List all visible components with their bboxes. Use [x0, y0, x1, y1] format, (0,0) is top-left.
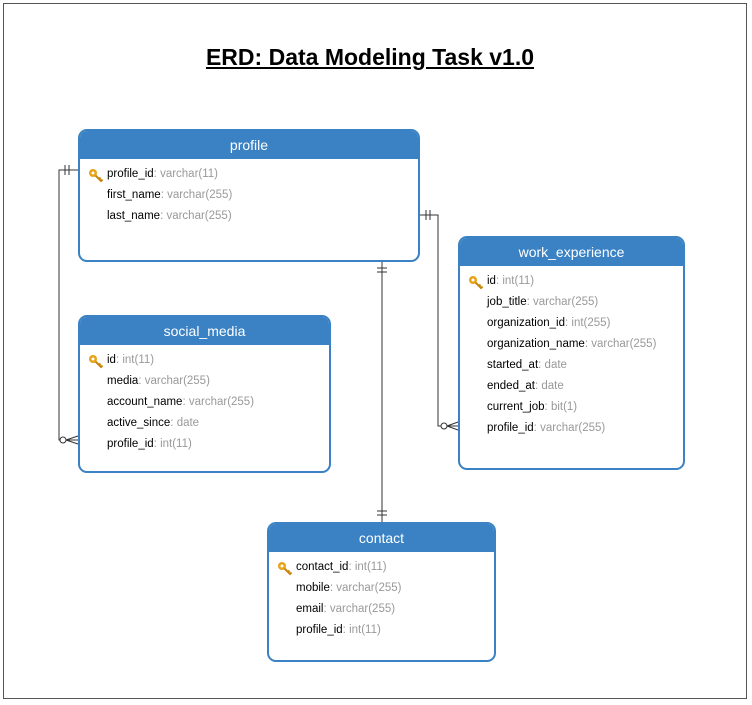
column-row[interactable]: id: int(11)	[460, 271, 683, 292]
column-row[interactable]: profile_id: int(11)	[296, 624, 381, 636]
table-columns: id: int(11) job_title: varchar(255) orga…	[460, 266, 683, 439]
table-work-experience[interactable]: work_experience id: int(11) job_title: v…	[458, 236, 685, 470]
table-header: contact	[269, 524, 494, 552]
column-row[interactable]: profile_id: int(11)	[107, 438, 192, 450]
table-header: profile	[80, 131, 418, 159]
column-row[interactable]: started_at: date	[487, 359, 567, 371]
column-row[interactable]: media: varchar(255)	[107, 375, 210, 387]
column-row[interactable]: profile_id: varchar(11)	[80, 164, 418, 185]
key-icon	[89, 169, 104, 183]
key-icon	[89, 355, 104, 369]
column-row[interactable]: email: varchar(255)	[296, 603, 396, 615]
table-header: social_media	[80, 317, 329, 345]
column-row[interactable]: profile_id: varchar(255)	[487, 422, 606, 434]
column-row[interactable]: id: int(11)	[80, 350, 329, 371]
column-row[interactable]: ended_at: date	[487, 380, 564, 392]
key-icon	[278, 562, 293, 576]
diagram-title: ERD: Data Modeling Task v1.0	[205, 44, 535, 70]
column-row[interactable]: mobile: varchar(255)	[296, 582, 402, 594]
relationship-profile-contact	[377, 261, 387, 522]
column-row[interactable]: active_since: date	[107, 417, 200, 429]
table-contact[interactable]: contact contact_id: int(11) mobile: varc…	[267, 522, 496, 662]
column-row[interactable]: organization_id: int(255)	[487, 317, 611, 329]
column-row[interactable]: job_title: varchar(255)	[487, 296, 599, 308]
column-row[interactable]: contact_id: int(11)	[269, 557, 494, 578]
diagram-frame: ERD: Data Modeling Task v1.0	[3, 3, 747, 699]
table-social-media[interactable]: social_media id: int(11) media: varchar(…	[78, 315, 331, 473]
column-row[interactable]: first_name: varchar(255)	[107, 189, 233, 201]
relationship-profile-social-media	[58, 165, 79, 445]
column-row[interactable]: organization_name: varchar(255)	[487, 338, 657, 350]
table-profile[interactable]: profile profile_id: varchar(11) first_na…	[78, 129, 420, 262]
column-row[interactable]: account_name: varchar(255)	[107, 396, 255, 408]
table-header: work_experience	[460, 238, 683, 266]
table-columns: id: int(11) media: varchar(255) account_…	[80, 345, 329, 455]
relationship-profile-work-experience	[420, 210, 459, 431]
column-row[interactable]: current_job: bit(1)	[487, 401, 578, 413]
table-columns: profile_id: varchar(11) first_name: varc…	[80, 159, 418, 227]
column-row[interactable]: last_name: varchar(255)	[107, 210, 232, 222]
table-columns: contact_id: int(11) mobile: varchar(255)…	[269, 552, 494, 641]
key-icon	[469, 276, 484, 290]
